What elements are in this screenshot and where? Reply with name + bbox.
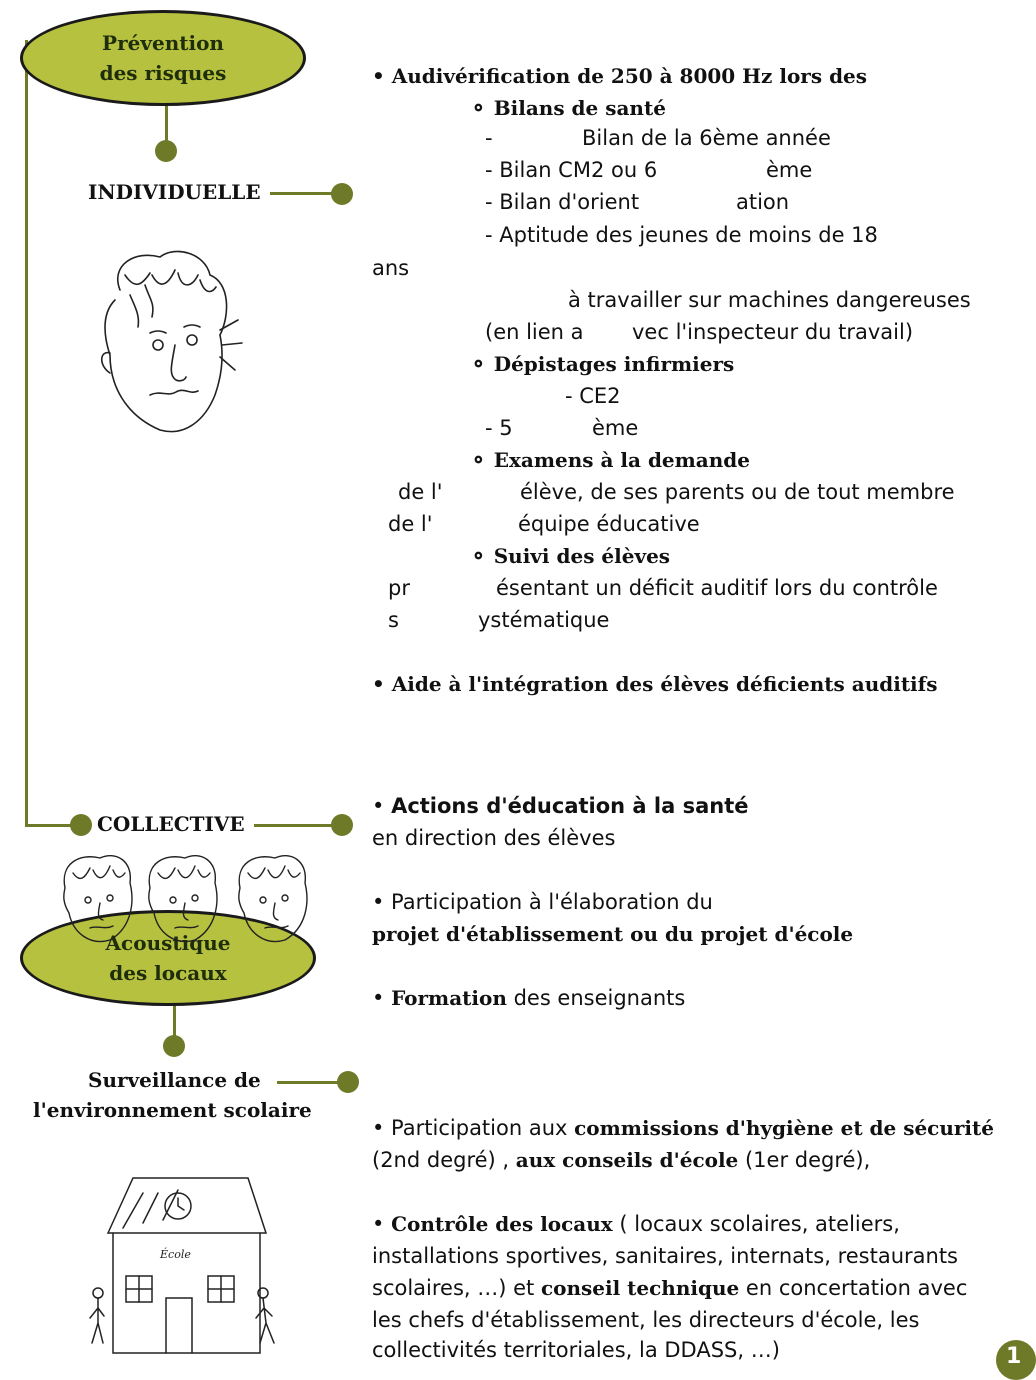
controle-c1-c: ( locaux scolaires, ateliers,	[612, 1212, 900, 1236]
surv-p2-a: (2nd degré) ,	[372, 1148, 516, 1172]
page-number: 1	[1006, 1344, 1022, 1369]
participation-bold: projet d'établissement ou du projet d'éc…	[372, 922, 854, 946]
formation-rest: des enseignants	[506, 986, 686, 1010]
prevention-oval-line2: des risques	[99, 61, 227, 85]
prevention-stem-dot	[155, 140, 177, 162]
bilan-line5: ans	[372, 256, 410, 280]
actions-rest: en direction des élèves	[372, 826, 616, 850]
bilan-line7b: vec l'inspecteur du travail)	[632, 320, 914, 344]
controle-line5: collectivités territoriales, la DDASS, ……	[372, 1338, 780, 1362]
ecole-sign-text: École	[159, 1247, 191, 1261]
controle-c1-b: Contrôle des locaux	[391, 1212, 613, 1236]
surv-p1-b: commissions d'hygiène et de sécurité	[574, 1116, 994, 1140]
suivi-line2a: s	[388, 608, 399, 632]
main-vertical-line	[25, 40, 28, 827]
controle-c3-a: scolaires, …) et	[372, 1276, 541, 1300]
bilan-line7a: (en lien a	[485, 320, 584, 344]
prevention-oval-line1: Prévention	[102, 31, 224, 55]
examens-title: ⚬ Examens à la demande	[470, 448, 751, 472]
exa-line1b: élève, de ses parents ou de tout membre	[520, 480, 955, 504]
acoustique-stem-dot	[163, 1035, 185, 1057]
school-building-sketch: École	[89, 1177, 275, 1354]
surv-p2-b: aux conseils d'école	[515, 1148, 739, 1172]
depistages-title: ⚬ Dépistages infirmiers	[470, 352, 735, 376]
controle-line3: scolaires, …) et conseil technique en co…	[372, 1276, 967, 1300]
controle-c1-a: •	[372, 1212, 392, 1236]
acoustique-oval-line2: des locaux	[109, 961, 227, 985]
group-faces-sketch	[63, 855, 308, 943]
participation-line1: • Participation à l'élaboration du	[372, 890, 713, 914]
bilans-title: ⚬ Bilans de santé	[470, 96, 666, 120]
bilan-line2b: ème	[766, 158, 813, 182]
individuelle-connector-dot	[331, 183, 353, 205]
surveillance-label-line2: l'environnement scolaire	[33, 1098, 312, 1122]
suivi-line1b: ésentant un déficit auditif lors du cont…	[496, 576, 938, 600]
bilan-line6: à travailler sur machines dangereuses	[568, 288, 971, 312]
individuelle-connector	[270, 192, 340, 195]
collective-left-dot	[70, 814, 92, 836]
bilan-line4: - Aptitude des jeunes de moins de 18	[485, 223, 878, 247]
exa-line1a: de l'	[398, 480, 443, 504]
prevention-stem	[165, 100, 168, 150]
formation-bold: Formation	[391, 986, 507, 1010]
page-number-badge: 1	[996, 1340, 1036, 1380]
bilan-line1-dash: -	[485, 126, 493, 150]
surv-p1-a: • Participation aux	[372, 1116, 575, 1140]
prevention-oval: Prévention des risques	[20, 10, 306, 106]
dep-line1: - CE2	[565, 384, 621, 408]
actions-bullet: •	[372, 794, 392, 818]
surveillance-label-line1: Surveillance de	[88, 1068, 261, 1092]
individuelle-label: INDIVIDUELLE	[88, 180, 261, 204]
aide-integration: • Aide à l'intégration des élèves défici…	[372, 672, 938, 696]
acoustique-oval: Acoustique des locaux	[20, 910, 316, 1006]
controle-line4: les chefs d'établissement, les directeur…	[372, 1308, 920, 1332]
bilan-line2a: - Bilan CM2 ou 6	[485, 158, 658, 182]
controle-c3-c: en concertation avec	[739, 1276, 968, 1300]
controle-line2: installations sportives, sanitaires, int…	[372, 1244, 959, 1268]
dep-line2a: - 5	[485, 416, 513, 440]
bilan-line3a: - Bilan d'orient	[485, 190, 640, 214]
individual-face-sketch	[100, 250, 243, 433]
acoustique-oval-line1: Acoustique	[105, 931, 231, 955]
exa-line2a: de l'	[388, 512, 433, 536]
acoustique-stem	[173, 1000, 176, 1045]
audi-title: • Audivérification de 250 à 8000 Hz lors…	[372, 64, 868, 88]
dep-line2b: ème	[592, 416, 639, 440]
collective-branch-line	[25, 824, 75, 827]
surv-p1: • Participation aux commissions d'hygièn…	[372, 1116, 994, 1140]
controle-line1: • Contrôle des locaux ( locaux scolaires…	[372, 1212, 900, 1236]
suivi-title: ⚬ Suivi des élèves	[470, 544, 671, 568]
formation-line: • Formation des enseignants	[372, 986, 685, 1010]
exa-line2b: équipe éducative	[518, 512, 700, 536]
surveillance-connector-dot	[337, 1071, 359, 1093]
surv-p2-c: (1er degré),	[738, 1148, 871, 1172]
collective-connector	[254, 824, 340, 827]
bilan-line3b: ation	[736, 190, 790, 214]
controle-c3-b: conseil technique	[540, 1276, 740, 1300]
actions-line: • Actions d'éducation à la santé	[372, 794, 748, 818]
suivi-line2b: ystématique	[478, 608, 610, 632]
collective-connector-dot	[331, 814, 353, 836]
actions-bold: Actions d'éducation à la santé	[391, 794, 749, 818]
bilan-line1-text: Bilan de la 6ème année	[582, 126, 831, 150]
formation-bullet: •	[372, 986, 392, 1010]
surv-p2: (2nd degré) , aux conseils d'école (1er …	[372, 1148, 870, 1172]
collective-label: COLLECTIVE	[97, 812, 245, 836]
surveillance-connector	[277, 1081, 342, 1084]
suivi-line1a: pr	[388, 576, 410, 600]
